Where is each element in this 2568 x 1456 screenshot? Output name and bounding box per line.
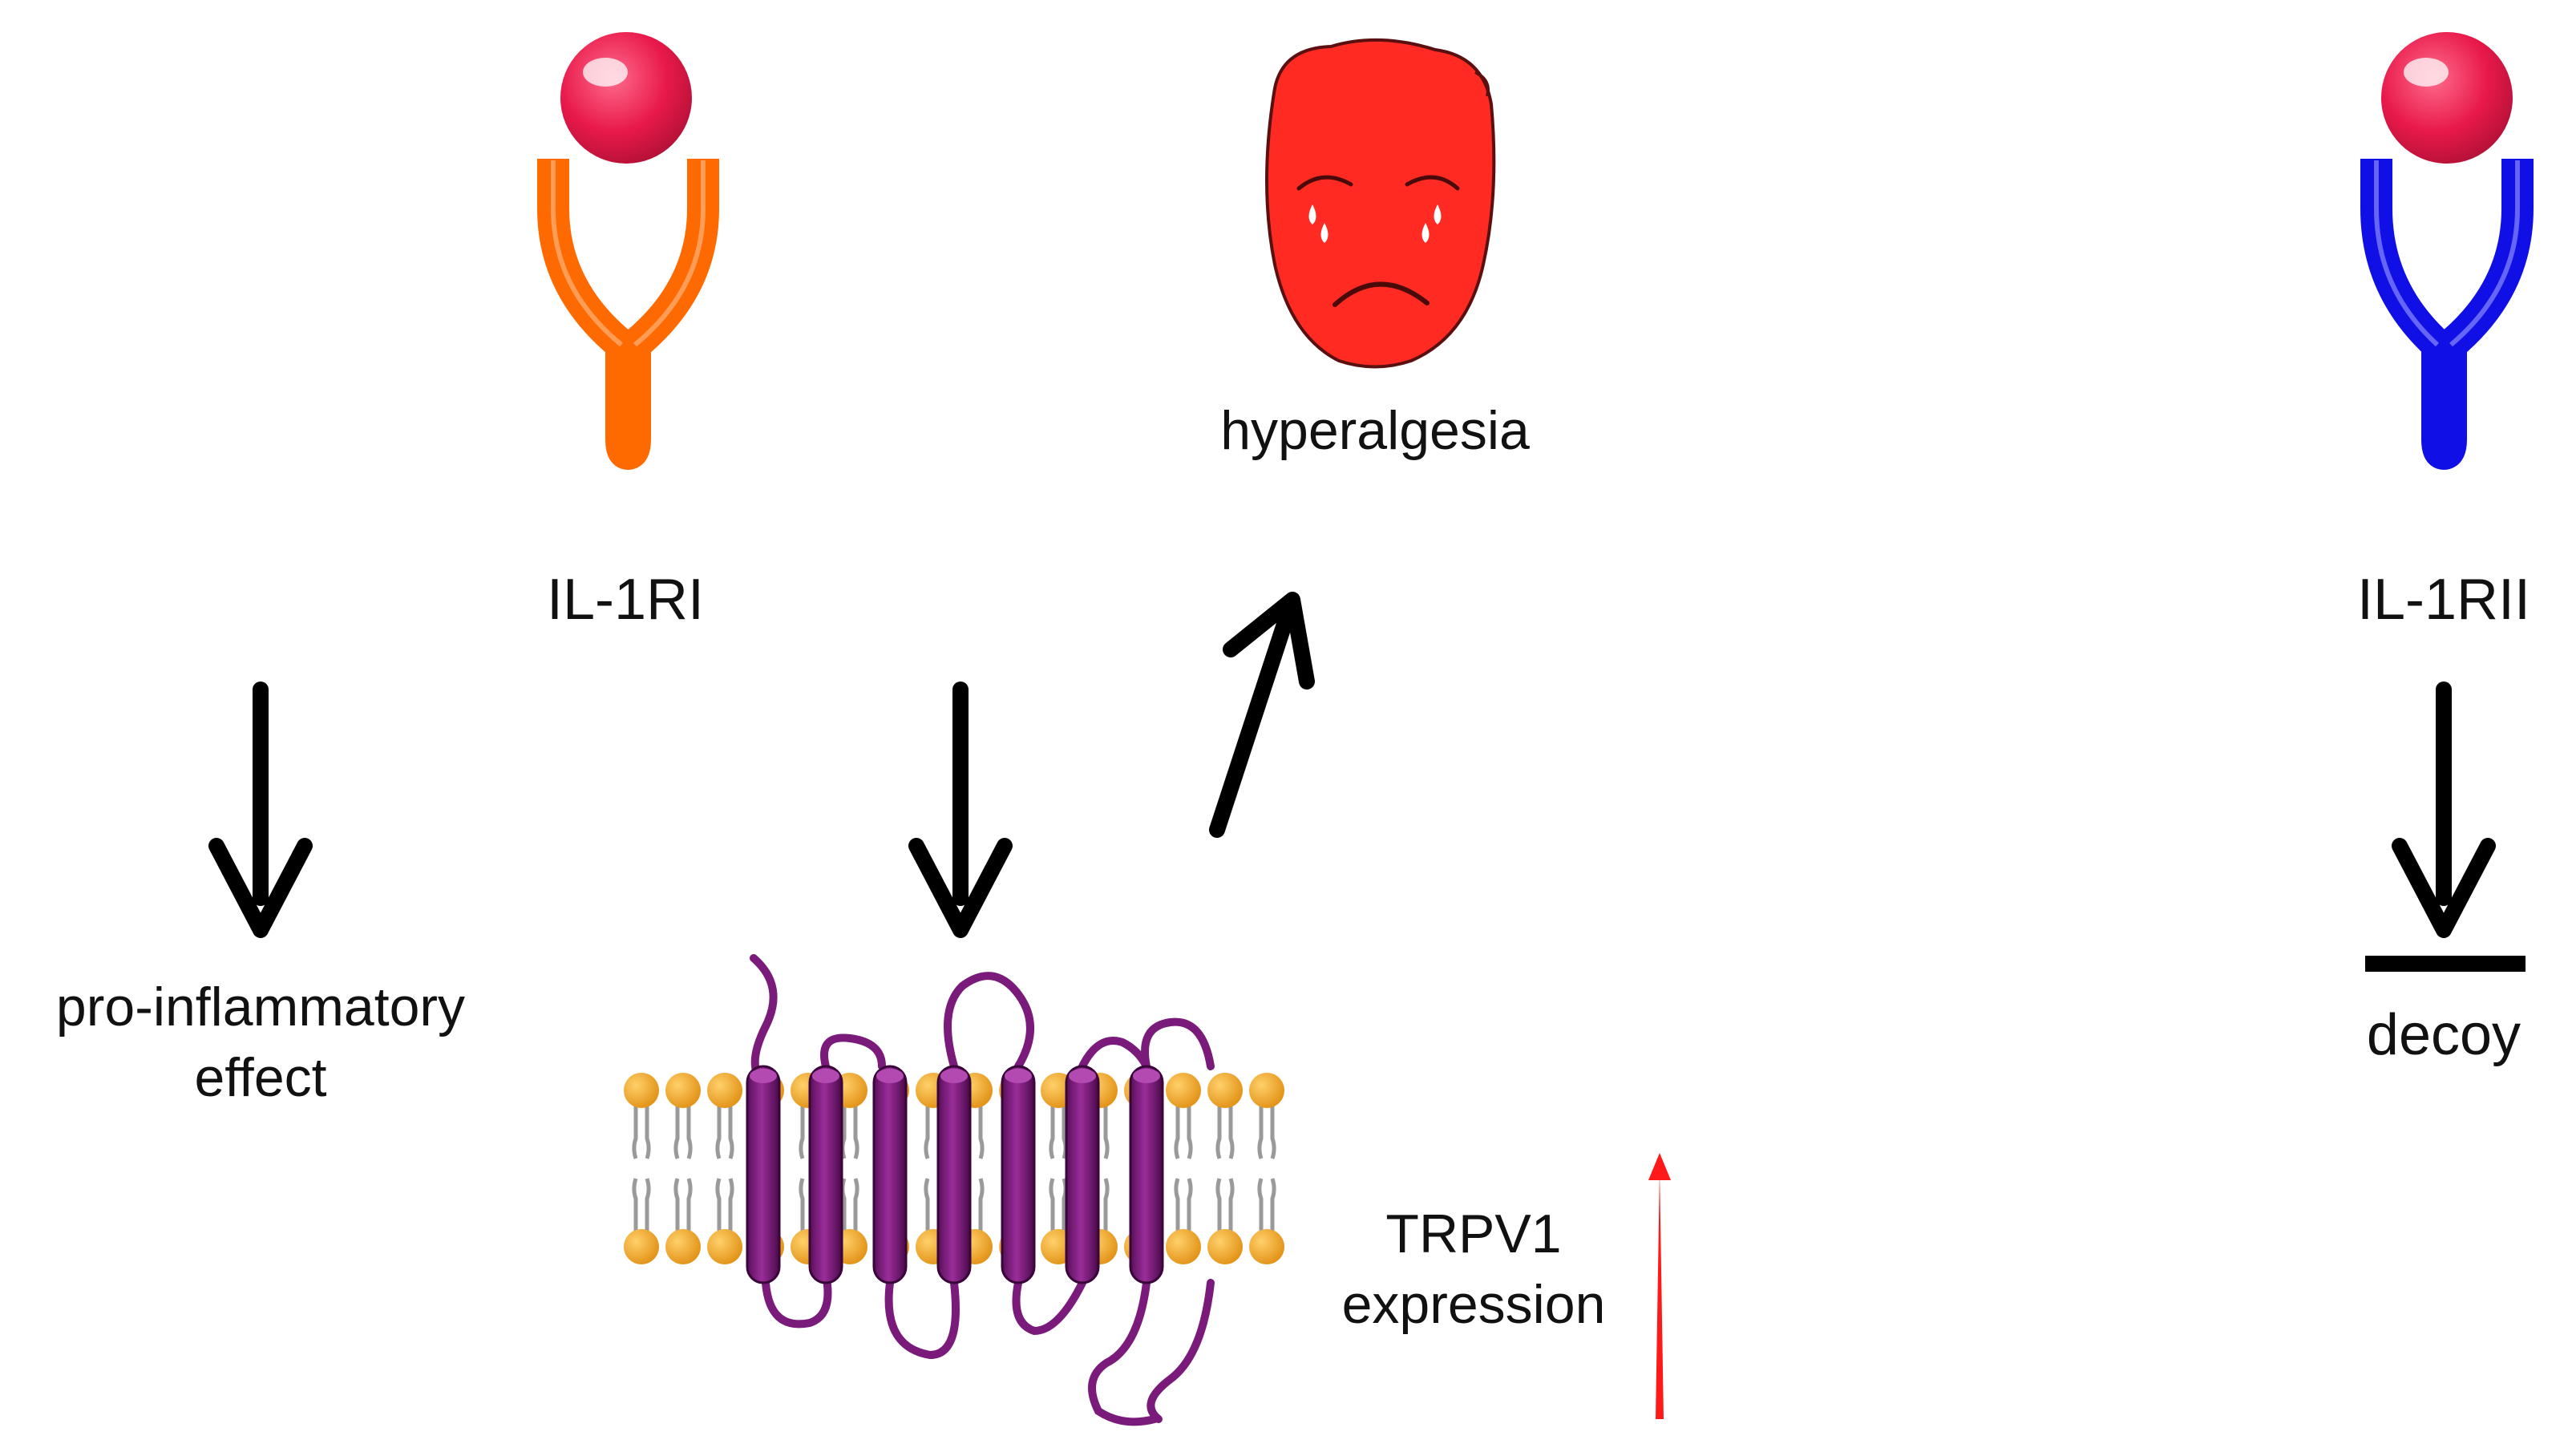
helix-cap [812, 1069, 839, 1083]
lipid-tail [673, 1106, 693, 1231]
il1ri-label: IL-1RI [546, 568, 705, 632]
lipid-head [1166, 1229, 1201, 1264]
lipid-tail [1174, 1106, 1193, 1231]
transmembrane-helix [1001, 1065, 1036, 1284]
lipid-head [1249, 1073, 1284, 1108]
crying-face-icon [1265, 38, 1496, 369]
hyperalgesia-label: hyperalgesia [1220, 400, 1530, 461]
lipid-tail [1049, 1106, 1068, 1231]
lipid-head [624, 1229, 659, 1264]
decoy-label: decoy [2366, 1003, 2521, 1067]
trpv1-line2: expression [1341, 1274, 1606, 1336]
transmembrane-helix [936, 1065, 972, 1284]
il1ri-receptor-icon [537, 159, 719, 470]
helix-cap [940, 1069, 968, 1083]
helix-cap [1005, 1069, 1032, 1083]
helix-cap [876, 1069, 904, 1083]
lipid-tail [632, 1106, 651, 1231]
pro-inflammatory-label: pro-inflammatory effect [4, 972, 517, 1114]
lipid-head [665, 1229, 701, 1264]
lipid-head [1166, 1073, 1201, 1108]
lipid-head [707, 1229, 742, 1264]
transmembrane-helix [746, 1065, 781, 1284]
lipid-tail [1215, 1106, 1235, 1231]
lipid-tail [1257, 1106, 1276, 1231]
ligand-sphere-icon-2 [2381, 32, 2513, 164]
transmembrane-helix [872, 1065, 908, 1284]
il1rii-label: IL-1RII [2356, 568, 2531, 632]
lipid-head [665, 1073, 701, 1108]
lipid-head [707, 1073, 742, 1108]
lipid-head [1207, 1229, 1243, 1264]
transmembrane-helix [1065, 1065, 1100, 1284]
pro-inflammatory-line1: pro-inflammatory [55, 977, 466, 1037]
ligand-sphere-icon [560, 32, 692, 164]
helix-cap [1133, 1069, 1160, 1083]
il1rii-receptor-icon [2360, 159, 2534, 470]
helix-cap [750, 1069, 777, 1083]
expression-increase-arrow [1648, 1153, 1671, 1419]
trpv1-line1: TRPV1 [1385, 1203, 1562, 1264]
transmembrane-helix [1129, 1065, 1164, 1284]
protein-loops [750, 954, 1215, 1426]
helix-cap [1069, 1069, 1096, 1083]
arrow-to-decoy [2365, 681, 2526, 972]
arrow-to-hyperalgesia [1209, 592, 1315, 838]
membrane-channel-icon [624, 954, 1284, 1426]
lipid-tail [715, 1106, 734, 1231]
transmembrane-helix [808, 1065, 843, 1284]
arrow-to-trpv1 [908, 681, 1013, 938]
lipid-head [1249, 1229, 1284, 1264]
lipid-head [624, 1073, 659, 1108]
lipid-tail [840, 1106, 859, 1231]
lipid-head [1207, 1073, 1243, 1108]
arrow-to-pro-inflammatory [208, 681, 313, 938]
trpv1-expression-label: TRPV1 expression [1297, 1199, 1650, 1341]
pro-inflammatory-line2: effect [194, 1047, 327, 1109]
